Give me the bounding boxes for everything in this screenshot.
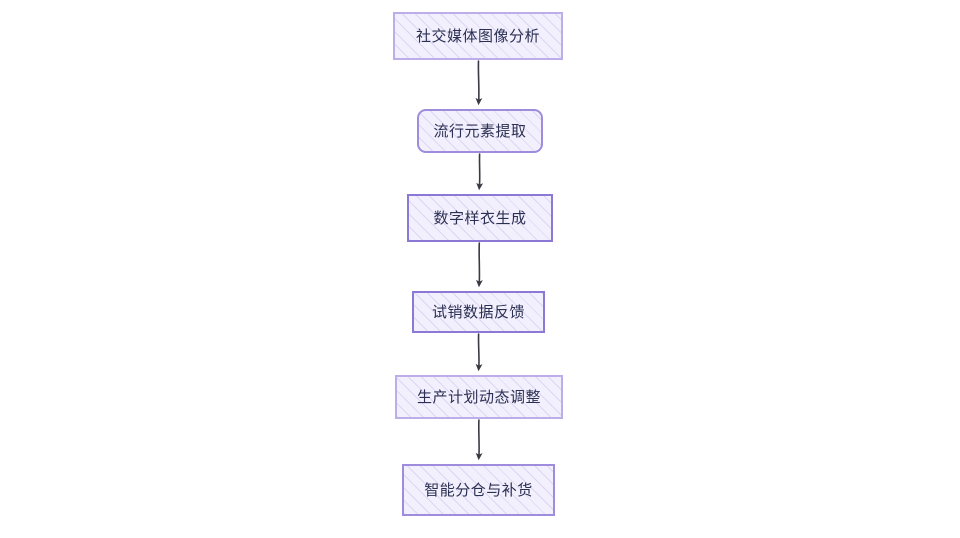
flow-node-label: 试销数据反馈 xyxy=(431,303,525,321)
flow-node-label: 数字样衣生成 xyxy=(433,209,527,227)
flow-node-label: 智能分仓与补货 xyxy=(424,481,533,499)
edge-node0-node1 xyxy=(475,60,483,106)
flow-node-trend-element-extraction[interactable]: 流行元素提取 xyxy=(417,109,543,153)
flow-node-label: 流行元素提取 xyxy=(433,122,527,140)
flow-node-trial-sales-feedback[interactable]: 试销数据反馈 xyxy=(412,291,545,333)
flow-node-label: 社交媒体图像分析 xyxy=(415,27,540,45)
flow-node-label: 生产计划动态调整 xyxy=(416,388,541,406)
flow-node-digital-sample-generation[interactable]: 数字样衣生成 xyxy=(407,194,553,242)
flow-node-production-plan-adjustment[interactable]: 生产计划动态调整 xyxy=(395,375,563,419)
flow-node-smart-warehouse-replenishment[interactable]: 智能分仓与补货 xyxy=(402,464,555,516)
flow-node-social-media-image-analysis[interactable]: 社交媒体图像分析 xyxy=(393,12,563,60)
